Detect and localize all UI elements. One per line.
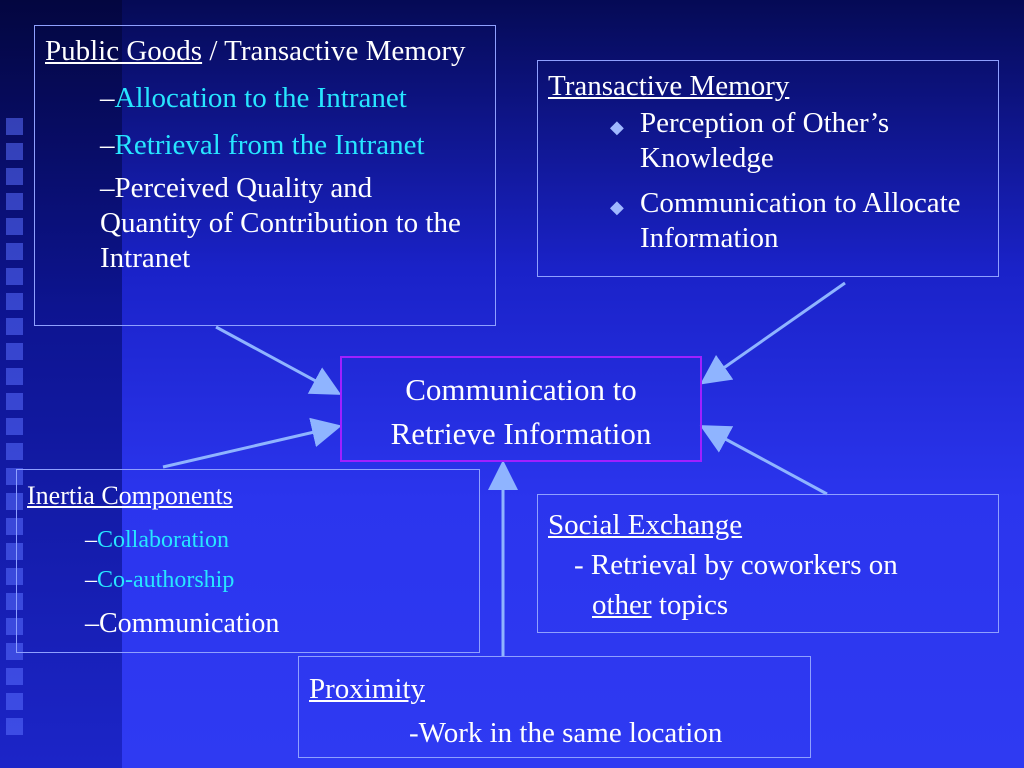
center-line-1: Communication to — [405, 372, 637, 407]
list-item: –Co-authorship — [85, 567, 235, 593]
social-exchange-line-1: - Retrieval by coworkers on — [574, 549, 898, 581]
social-exchange-title: Social Exchange — [548, 509, 743, 541]
arrow-social-to-center — [699, 425, 828, 496]
social-exchange-box: Social Exchange - Retrieval by coworkers… — [537, 494, 999, 633]
arrow-public-to-center — [215, 325, 342, 395]
decorative-squares — [6, 118, 34, 743]
list-item: –Allocation to the Intranet — [100, 82, 407, 114]
proximity-box: Proximity -Work in the same location — [298, 656, 811, 758]
diamond-bullet-icon: ◆ — [610, 197, 624, 217]
list-item: ◆ Communication to Allocate Information — [610, 187, 961, 254]
public-goods-title: Public Goods / Transactive Memory — [45, 35, 466, 67]
social-exchange-line-2: other topics — [592, 589, 729, 621]
public-goods-box: Public Goods / Transactive Memory –Alloc… — [34, 25, 496, 326]
arrow-inertia-to-center — [162, 417, 342, 469]
center-line-2: Retrieve Information — [390, 416, 652, 451]
inertia-title: Inertia Components — [27, 481, 233, 510]
list-item: –Perceived Quality and Quantity of Contr… — [100, 172, 461, 274]
transactive-memory-title: Transactive Memory — [548, 70, 790, 102]
diamond-bullet-icon: ◆ — [610, 117, 624, 137]
list-item: –Retrieval from the Intranet — [100, 129, 425, 161]
proximity-line: -Work in the same location — [409, 717, 723, 749]
list-item: ◆ Perception of Other’s Knowledge — [610, 107, 890, 174]
center-box: Communication to Retrieve Information — [340, 356, 702, 462]
list-item: –Collaboration — [85, 527, 229, 553]
proximity-title: Proximity — [309, 673, 426, 705]
arrow-tm-to-center — [700, 281, 846, 385]
list-item: –Communication — [85, 608, 280, 639]
transactive-memory-box: Transactive Memory ◆ Perception of Other… — [537, 60, 999, 277]
inertia-components-box: Inertia Components –Collaboration –Co-au… — [16, 469, 480, 653]
